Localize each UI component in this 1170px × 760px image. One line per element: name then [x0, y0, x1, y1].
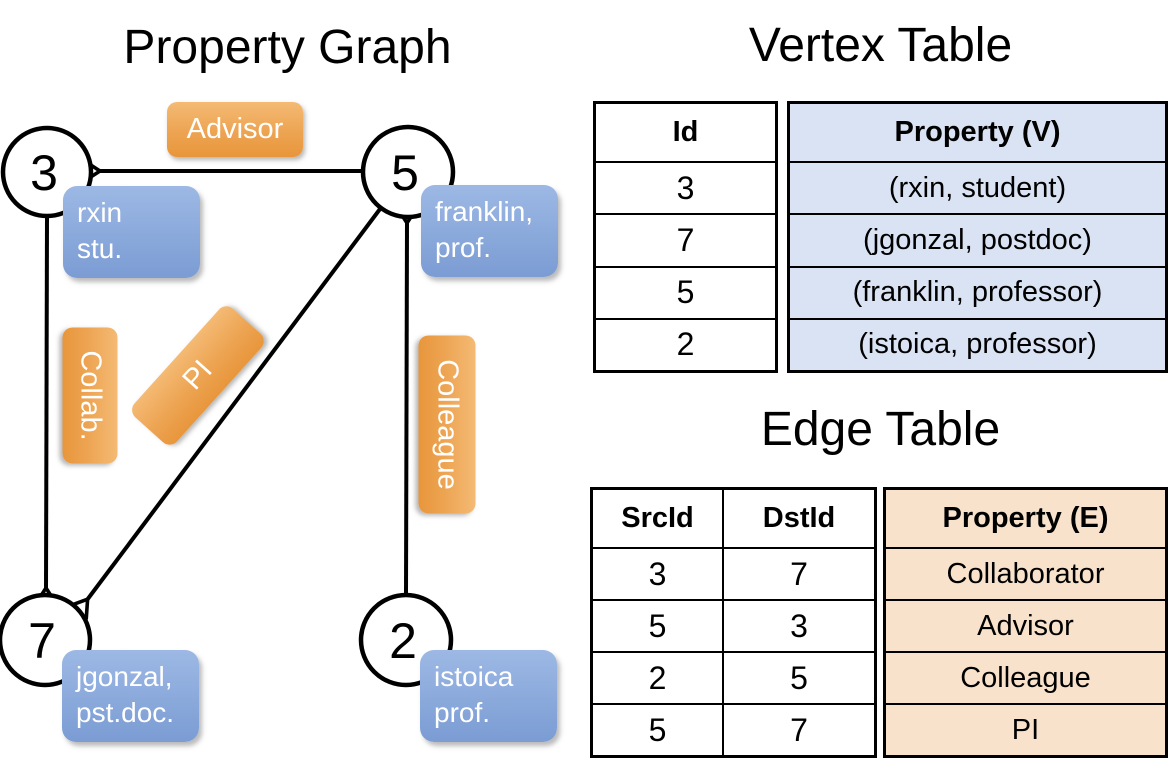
- edge-label-colleague: Colleague: [418, 335, 476, 514]
- vertex-property-7: jgonzal, pst.doc.: [62, 650, 199, 742]
- edge-collab-3-to-7: [33, 216, 59, 607]
- vertex-table-header-id: Id: [672, 116, 699, 148]
- edge-pi-5-to-7: [67, 207, 382, 620]
- edge-table: SrcId DstId 3 7 5 3 2 5 5 7 Property (E)…: [590, 487, 1168, 758]
- edge-table-row-srcid: 3: [593, 549, 724, 599]
- vertex-property-5-line1: franklin,: [435, 196, 534, 227]
- vertex-table-property-column: Property (V) (rxin, student) (jgonzal, p…: [787, 101, 1168, 373]
- edge-table-row-dstid: 3: [790, 607, 808, 644]
- vertex-property-2: istoica prof.: [420, 650, 557, 742]
- tables-panel: Vertex Table Id 3 7 5 2 Property (V) (rx…: [585, 0, 1170, 760]
- edge-table-row-property: Advisor: [886, 599, 1165, 651]
- graph-canvas: 3 5 7 2: [0, 124, 456, 688]
- vertex-id-3: 3: [30, 145, 58, 201]
- vertex-property-7-line1: jgonzal,: [76, 661, 173, 692]
- vertex-table-row-property: (jgonzal, postdoc): [790, 213, 1165, 265]
- vertex-table-row-id: 5: [596, 265, 775, 318]
- vertex-id-5: 5: [391, 145, 419, 201]
- vertex-table-row-property: (franklin, professor): [790, 265, 1165, 318]
- edge-colleague-2-to-5: [394, 204, 420, 595]
- vertex-table: Id 3 7 5 2 Property (V) (rxin, student) …: [593, 101, 1168, 373]
- edge-table-row-dstid: 7: [790, 555, 808, 592]
- edge-table-title: Edge Table: [760, 403, 1001, 456]
- edge-table-row-property: PI: [886, 703, 1165, 755]
- vertex-property-2-line2: prof.: [434, 697, 491, 728]
- edge-table-row-property: Collaborator: [886, 547, 1165, 599]
- edge-table-row-srcid: 5: [593, 601, 724, 651]
- vertex-table-row-id: 2: [596, 317, 775, 370]
- edge-label-advisor: Advisor: [167, 102, 303, 157]
- vertex-table-id-column: Id 3 7 5 2: [593, 101, 778, 373]
- edge-table-row-property: Colleague: [886, 651, 1165, 703]
- edge-table-property-column: Property (E) Collaborator Advisor Collea…: [883, 487, 1168, 758]
- vertex-property-3-line1: rxin: [77, 197, 123, 228]
- edge-table-header-dstid: DstId: [762, 502, 836, 534]
- edge-table-row-srcid: 5: [593, 705, 724, 755]
- edge-label-collab: Collab.: [62, 327, 118, 464]
- vertex-property-2-line1: istoica: [434, 661, 514, 692]
- vertex-table-row-property: (istoica, professor): [790, 317, 1165, 370]
- vertex-table-row-property: (rxin, student): [790, 161, 1165, 213]
- vertex-table-row-id: 7: [596, 213, 775, 265]
- vertex-id-2: 2: [389, 613, 417, 669]
- vertex-property-3-line2: stu.: [77, 233, 123, 264]
- edge-table-src-dst-columns: SrcId DstId 3 7 5 3 2 5 5 7: [590, 487, 877, 758]
- property-graph-panel: Property Graph 3 5 7 2 Advisor Collab. P…: [0, 21, 558, 742]
- vertex-property-7-line2: pst.doc.: [76, 697, 175, 728]
- property-graph-title: Property Graph: [123, 21, 452, 74]
- edge-table-header-property: Property (E): [942, 502, 1109, 534]
- edge-table-row-dstid: 7: [790, 711, 808, 748]
- vertex-table-title: Vertex Table: [748, 19, 1013, 72]
- vertex-property-5-line2: prof.: [435, 232, 492, 263]
- vertex-property-3: rxin stu.: [63, 186, 200, 278]
- vertex-property-5: franklin, prof.: [421, 185, 558, 277]
- vertex-table-row-id: 3: [596, 161, 775, 213]
- edge-table-row-srcid: 2: [593, 653, 724, 703]
- edge-table-header-srcid: SrcId: [593, 490, 724, 547]
- edge-table-row-dstid: 5: [790, 659, 808, 696]
- vertex-table-header-property: Property (V): [894, 116, 1061, 148]
- vertex-id-7: 7: [28, 613, 56, 669]
